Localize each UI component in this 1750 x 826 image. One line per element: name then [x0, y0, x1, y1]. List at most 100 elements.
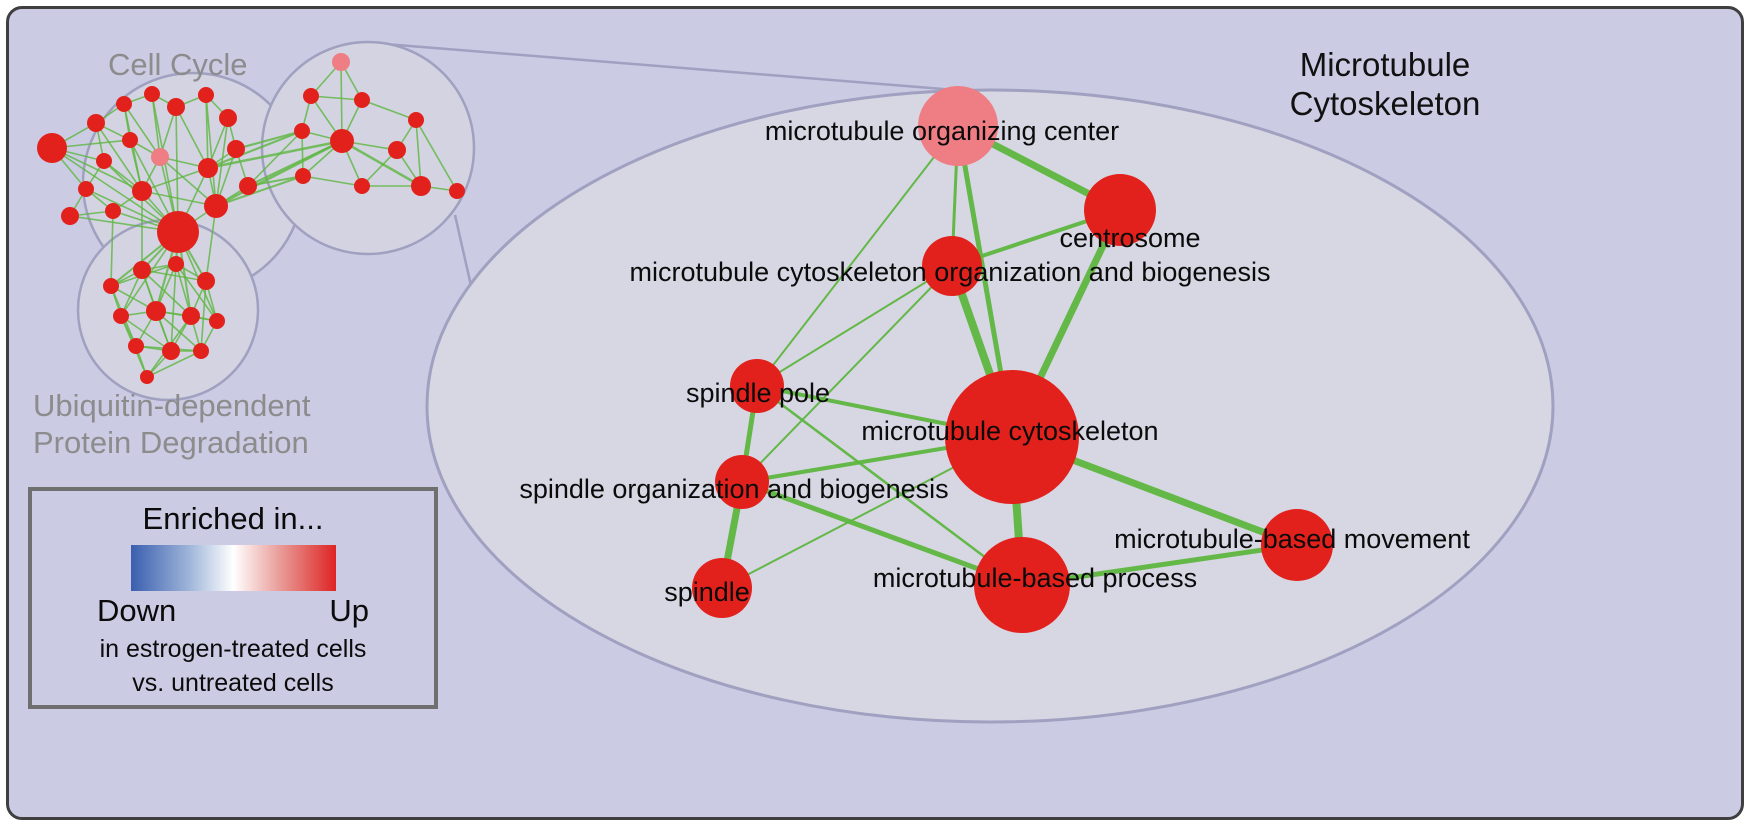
edge-moc-spindle_pole	[756, 125, 959, 387]
overview-node	[209, 313, 225, 329]
legend-caption-line2: vs. untreated cells	[132, 668, 334, 697]
node-label-sob: spindle organization and biogenesis	[519, 474, 948, 504]
node-label-moc: microtubule organizing center	[765, 116, 1119, 146]
overview-edge	[415, 119, 458, 192]
zoom-connector-line-1	[384, 42, 1031, 98]
cluster-label-ubiquitin: Ubiquitin-dependent Protein Degradation	[33, 388, 311, 461]
overview-edge	[141, 190, 217, 207]
legend-caption: in estrogen-treated cells vs. untreated …	[32, 633, 434, 701]
node-mc	[945, 370, 1079, 504]
overview-node	[449, 183, 465, 199]
overview-edge	[341, 139, 422, 188]
microtubule-label-line1: Microtubule	[1299, 46, 1471, 83]
legend-title: Enriched in...	[142, 501, 324, 536]
overview-node	[197, 272, 215, 290]
overview-node	[408, 112, 424, 128]
legend-endpoint-labels: Down Up	[97, 593, 369, 629]
edge-mco-sob	[741, 265, 953, 483]
overview-node	[330, 129, 354, 153]
overview-node	[295, 168, 311, 184]
overview-edge	[235, 129, 303, 151]
overview-node	[219, 109, 237, 127]
overview-node	[37, 133, 67, 163]
legend-gradient-bar	[130, 545, 336, 591]
cluster-label-cell-cycle: Cell Cycle	[108, 47, 248, 82]
overview-edge	[159, 156, 217, 207]
overview-edge	[170, 263, 177, 352]
node-moc	[918, 86, 998, 166]
legend-up-label: Up	[329, 593, 369, 628]
overview-node	[354, 178, 370, 194]
overview-edge	[175, 106, 209, 169]
cluster-label-microtubule-cytoskeleton: Microtubule Cytoskeleton	[1280, 46, 1490, 124]
overview-edge	[175, 263, 218, 322]
overview-edge	[415, 119, 422, 187]
node-label-mbm: microtubule-based movement	[1114, 524, 1470, 554]
overview-node	[354, 92, 370, 108]
overview-node	[133, 261, 151, 279]
microtubule-label-line2: Cytoskeleton	[1289, 84, 1481, 122]
node-label-spindle_pole: spindle pole	[686, 378, 830, 408]
overview-edge	[247, 175, 304, 187]
overview-node	[303, 88, 319, 104]
node-mco	[922, 236, 982, 296]
node-mbp	[974, 537, 1070, 633]
overview-node	[78, 181, 94, 197]
overview-node	[128, 338, 144, 354]
overview-node	[294, 123, 310, 139]
overview-node	[411, 176, 431, 196]
overview-node	[116, 96, 132, 112]
overview-node	[193, 343, 209, 359]
overview-node	[151, 148, 169, 166]
overview-node	[113, 308, 129, 324]
ubiquitin-label-line1: Ubiquitin-dependent	[33, 388, 311, 423]
overview-node	[162, 342, 180, 360]
overview-edge	[247, 130, 303, 187]
overview-edge	[141, 269, 207, 282]
legend-caption-line1: in estrogen-treated cells	[99, 635, 367, 663]
overview-node	[157, 211, 199, 253]
overview-node	[198, 158, 218, 178]
overview-node	[103, 278, 119, 294]
overview-edge	[51, 147, 179, 233]
overview-node	[239, 177, 257, 195]
node-sob	[715, 455, 769, 509]
edge-sob-mbp	[741, 479, 1023, 588]
node-label-mbp: microtubule-based process	[873, 563, 1197, 593]
overview-edge	[302, 175, 363, 187]
legend-down-label: Down	[97, 593, 177, 628]
node-centrosome	[1084, 174, 1156, 246]
node-mbm	[1261, 509, 1333, 581]
legend-box: Enriched in... Down Up in estrogen-treat…	[28, 487, 438, 709]
overview-edge	[310, 95, 363, 101]
overview-edge	[141, 167, 209, 192]
overview-node	[140, 370, 154, 384]
overview-edge	[207, 129, 303, 170]
node-label-centrosome: centrosome	[1059, 223, 1200, 253]
overview-edge	[123, 103, 161, 158]
overview-node	[87, 114, 105, 132]
overview-edge	[340, 61, 343, 142]
overview-node	[198, 87, 214, 103]
edge-spindle_pole-mbp	[756, 385, 1023, 586]
overview-edge	[155, 310, 202, 352]
node-label-mco: microtubule cytoskeleton organization an…	[630, 257, 1271, 287]
overview-edge	[215, 175, 304, 207]
overview-node	[227, 140, 245, 158]
overview-edge	[175, 263, 192, 317]
overview-edge	[205, 94, 217, 207]
node-spindle_pole	[730, 359, 784, 413]
overview-edge	[141, 269, 192, 317]
overview-edge	[200, 280, 207, 352]
overview-node	[96, 153, 112, 169]
overview-edge	[205, 205, 217, 282]
microtubule-cluster-circle	[260, 40, 476, 256]
overview-edge	[146, 350, 202, 378]
overview-edge	[110, 210, 114, 287]
overview-edge	[120, 315, 172, 352]
overview-node	[182, 307, 200, 325]
overview-node	[105, 203, 121, 219]
overview-edge	[95, 122, 143, 192]
